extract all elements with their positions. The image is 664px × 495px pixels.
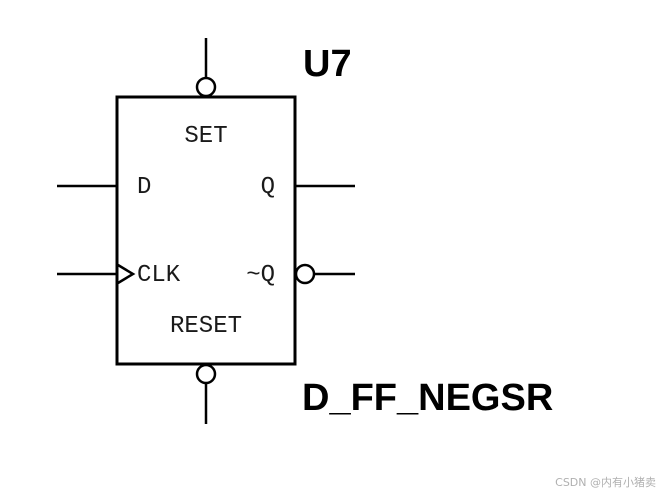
reference-designator: U7 <box>303 43 352 85</box>
clock-triangle-icon <box>117 263 136 285</box>
q-pin-label: Q <box>261 174 275 201</box>
set-pin-label: SET <box>184 123 227 150</box>
reset-pin-label: RESET <box>170 313 242 340</box>
part-name: D_FF_NEGSR <box>302 377 553 419</box>
qbar-pin-label: ~Q <box>246 262 275 289</box>
reset-inversion-bubble <box>195 363 217 385</box>
qbar-inversion-bubble <box>294 263 316 285</box>
flip-flop-body <box>115 95 297 366</box>
watermark: CSDN @内有小猪卖 <box>555 475 656 489</box>
set-inversion-bubble <box>195 76 217 98</box>
clk-pin-label: CLK <box>137 262 181 289</box>
d-pin-label: D <box>137 174 151 201</box>
